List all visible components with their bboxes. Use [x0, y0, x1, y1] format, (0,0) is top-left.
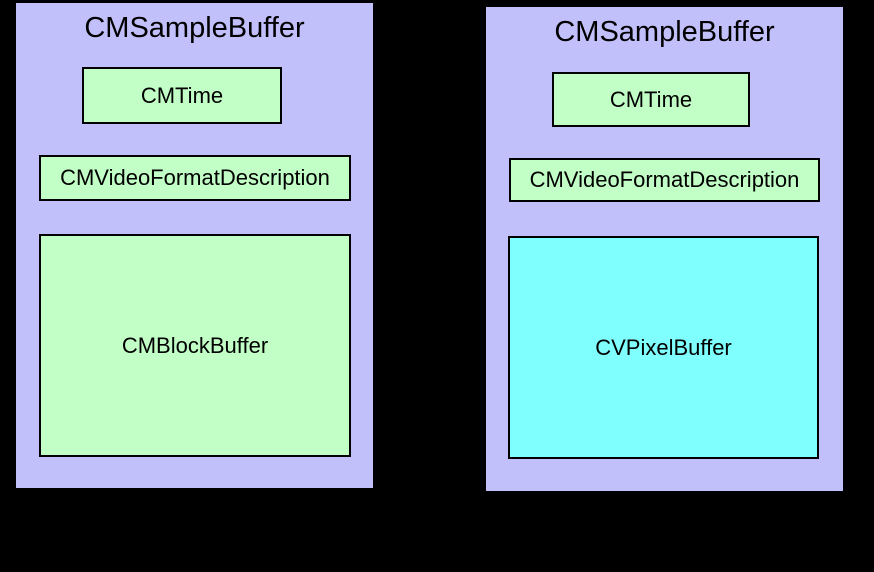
box-label: CVPixelBuffer — [595, 334, 732, 360]
cmtime-box: CMTime — [552, 72, 750, 127]
container-title: CMSampleBuffer — [554, 16, 775, 48]
box-label: CMBlockBuffer — [121, 332, 269, 358]
cmsamplebuffer-container-left: CMSampleBuffer CMTime CMVideoFormatDescr… — [16, 3, 373, 488]
cmblockbuffer-box: CMBlockBuffer — [39, 234, 351, 457]
box-label: CMVideoFormatDescription — [529, 167, 800, 192]
cmvideoformatdescription-box: CMVideoFormatDescription — [39, 155, 351, 201]
box-label: CMVideoFormatDescription — [60, 165, 330, 190]
box-label: CMTime — [609, 86, 693, 112]
container-title: CMSampleBuffer — [84, 12, 305, 44]
cvpixelbuffer-box: CVPixelBuffer — [508, 236, 819, 459]
cmtime-box: CMTime — [82, 67, 282, 124]
cmvideoformatdescription-box: CMVideoFormatDescription — [509, 158, 820, 202]
cmsamplebuffer-container-right: CMSampleBuffer CMTime CMVideoFormatDescr… — [486, 7, 843, 491]
box-label: CMTime — [140, 82, 224, 108]
